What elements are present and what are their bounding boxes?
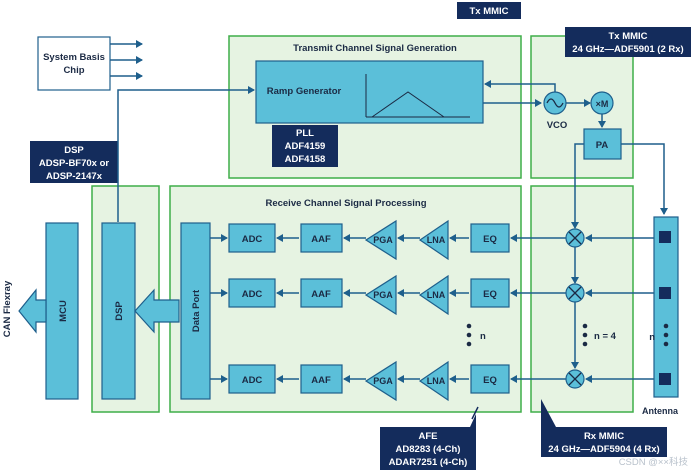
- pga-amplifier: [364, 274, 397, 316]
- pa-label: PA: [596, 140, 609, 151]
- adc-block: [228, 223, 276, 253]
- data-port-block: [180, 222, 211, 400]
- multiplier-label: ×M: [596, 99, 609, 109]
- dsp-to-ramp-wire: [117, 86, 255, 222]
- vco-label: VCO: [547, 120, 568, 131]
- rx-mmic-callout: [541, 427, 667, 457]
- pga-label: PGA: [373, 290, 393, 300]
- watermark: CSDN @××科技: [619, 456, 689, 468]
- can-flexray-label: CAN Flexray: [2, 280, 13, 337]
- eq-label: EQ: [483, 234, 497, 245]
- tx-mmic-callout: [565, 27, 691, 57]
- tx-mmic-top-label: Tx MMIC: [469, 6, 508, 17]
- lna-amplifier: [418, 274, 449, 316]
- eq-block: [470, 364, 510, 394]
- tx-mmic-callout-line1: Tx MMIC: [608, 31, 647, 42]
- pa-block: [583, 128, 622, 160]
- dsp-callout-line2: ADSP-BF70x or: [39, 158, 110, 169]
- mixer-ellipsis: n = 4: [582, 323, 617, 347]
- rx-mmic-callout-line1: Rx MMIC: [584, 431, 624, 442]
- mcu-to-can-arrow: [18, 288, 47, 334]
- dsp-block-label: DSP: [114, 301, 125, 321]
- rx-ellipsis: n: [466, 323, 486, 347]
- rx-mmic-callout-line2: 24 GHz—ADF5904 (4 Rx): [548, 444, 659, 455]
- lna-amplifier: [418, 360, 449, 402]
- antenna-element-3: [659, 373, 671, 385]
- pga-label: PGA: [373, 376, 393, 386]
- aaf-block: [300, 364, 343, 394]
- dsp-block: [101, 222, 136, 400]
- mixer-3: [565, 369, 585, 389]
- lna-label: LNA: [427, 290, 446, 300]
- afe-callout-notch: [470, 414, 476, 427]
- dataport-to-dsp-arrow: [134, 288, 180, 334]
- receive-section-title: Receive Channel Signal Processing: [265, 198, 426, 209]
- aaf-block: [300, 223, 343, 253]
- antenna-ellipsis: n: [649, 323, 669, 347]
- antenna-element-1: [659, 231, 671, 243]
- afe-pointer-line: [471, 406, 479, 420]
- channel-row-3: ADC AAF PGA LNA EQ: [210, 360, 510, 402]
- pa-to-antenna-wire: [621, 143, 668, 215]
- ramp-generator-label: Ramp Generator: [267, 86, 342, 97]
- eq-label: EQ: [483, 375, 497, 386]
- tx-mmic-callout-line2: 24 GHz—ADF5901 (2 Rx): [572, 44, 683, 55]
- mcu-label: MCU: [58, 300, 69, 322]
- mixer-2: [565, 283, 585, 303]
- eq-block: [470, 223, 510, 253]
- lna-amplifier: [418, 219, 449, 261]
- lna-label: LNA: [427, 235, 446, 245]
- aaf-label: AAF: [311, 234, 331, 245]
- mixer-1: [565, 228, 585, 248]
- dsp-callout-line3: ADSP-2147x: [46, 171, 103, 182]
- afe-callout-line3: ADAR7251 (4-Ch): [389, 457, 468, 468]
- svg-text:n = 4: n = 4: [594, 331, 617, 342]
- pga-amplifier: [364, 360, 397, 402]
- vco-feedback-wire: [484, 80, 556, 95]
- pa-lo-wire: [571, 143, 584, 229]
- mcu-block: [45, 222, 79, 400]
- aaf-label: AAF: [311, 375, 331, 386]
- pga-label: PGA: [373, 235, 393, 245]
- dsp-callout-line1: DSP: [64, 145, 84, 156]
- channel-row-1: ADC AAF PGA LNA EQ: [210, 219, 510, 261]
- adc-block: [228, 278, 276, 308]
- transmit-section-title: Transmit Channel Signal Generation: [293, 43, 457, 54]
- receive-zone: [169, 185, 522, 413]
- pll-callout-line2: ADF4159: [285, 141, 326, 152]
- svg-text:n: n: [649, 332, 655, 343]
- adc-label: ADC: [242, 289, 263, 300]
- lna-label: LNA: [427, 376, 446, 386]
- adc-label: ADC: [242, 234, 263, 245]
- ramp-generator-block: [255, 60, 484, 124]
- pll-callout-line1: PLL: [296, 128, 314, 139]
- vco-sine-icon: [546, 98, 564, 108]
- svg-text:n: n: [480, 331, 486, 342]
- eq-block: [470, 278, 510, 308]
- antenna-label: Antenna: [642, 406, 679, 416]
- rx-mmic-callout-notch: [541, 399, 556, 427]
- adc-block: [228, 364, 276, 394]
- pga-amplifier: [364, 219, 397, 261]
- eq-label: EQ: [483, 289, 497, 300]
- antenna-block: [653, 216, 679, 398]
- channel-row-2: ADC AAF PGA LNA EQ: [210, 274, 510, 316]
- pll-callout-line3: ADF4158: [285, 154, 326, 165]
- ramp-waveform-icon: [365, 74, 470, 118]
- adc-label: ADC: [242, 375, 263, 386]
- aaf-block: [300, 278, 343, 308]
- pll-callout: [272, 125, 338, 167]
- data-port-label: Data Port: [191, 289, 202, 332]
- afe-callout-line1: AFE: [419, 431, 438, 442]
- aaf-label: AAF: [311, 289, 331, 300]
- antenna-element-2: [659, 287, 671, 299]
- afe-callout-line2: AD8283 (4-Ch): [396, 444, 461, 455]
- system-basis-chip: [37, 36, 111, 91]
- tx-mmic-top-label-bg: [457, 2, 521, 19]
- dsp-callout: [30, 141, 118, 183]
- afe-callout: [380, 427, 476, 470]
